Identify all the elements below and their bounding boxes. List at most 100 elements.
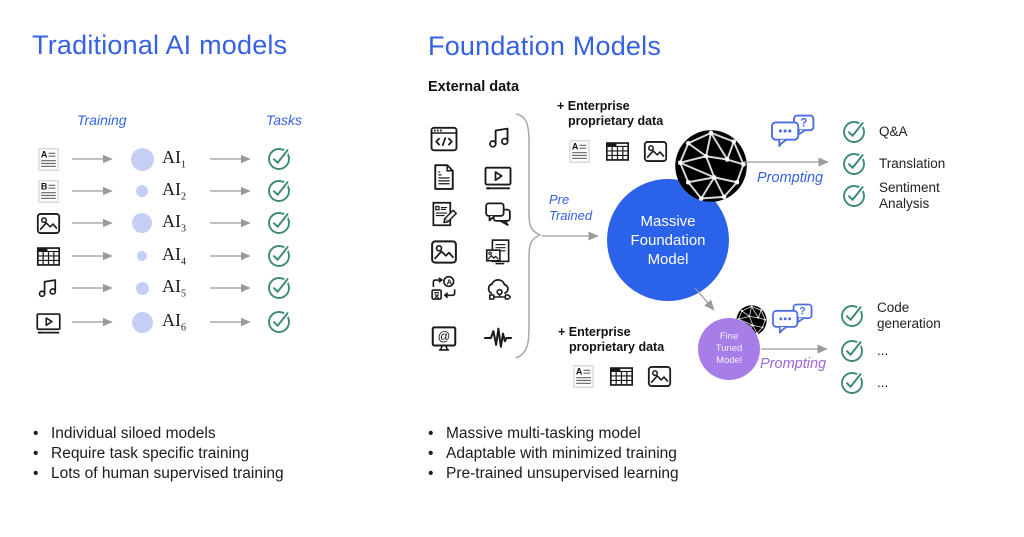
brace [515, 113, 542, 359]
right-bullet-list: •Massive multi-tasking model •Adaptable … [428, 424, 768, 484]
arrow-right-icon [72, 283, 113, 293]
document-icon [429, 162, 459, 192]
arrow-right-icon [210, 186, 251, 196]
monitor-at-icon [429, 323, 459, 353]
arrow-right-icon [210, 251, 251, 261]
document-b-icon [35, 178, 62, 205]
list-item: •Adaptable with minimized training [428, 445, 677, 462]
documents-copy-icon [483, 237, 513, 267]
check-circle-icon [266, 309, 292, 335]
list-item: •Pre-trained unsupervised learning [428, 465, 679, 482]
prompting-label-bottom: Prompting [760, 356, 827, 372]
arrow-right-icon [72, 317, 113, 327]
output-item: ... [839, 338, 888, 364]
video-icon [483, 162, 513, 192]
ai-model-label: AI3 [162, 211, 186, 235]
training-row: AI3 [35, 209, 292, 237]
image-icon [646, 363, 673, 390]
check-circle-icon [841, 183, 867, 209]
list-item: •Require task specific training [33, 445, 250, 462]
prompting-label-top: Prompting [757, 170, 824, 186]
code-window-icon [429, 124, 459, 154]
model-size-dot [130, 244, 154, 268]
arrow-right-icon [210, 283, 251, 293]
check-circle-icon [839, 370, 865, 396]
arrow-right-icon [542, 231, 599, 241]
check-circle-icon [266, 243, 292, 269]
training-row: AI5 [35, 274, 292, 302]
document-a-icon [566, 138, 593, 165]
table-icon [35, 243, 62, 270]
output-item: Q&A [841, 119, 908, 145]
document-a-icon [35, 146, 62, 173]
training-row: AI2 [35, 177, 292, 205]
image-icon [642, 138, 669, 165]
prompting-chat-icon [770, 114, 817, 158]
check-circle-icon [841, 151, 867, 177]
ai-model-label: AI2 [162, 179, 186, 203]
left-bullet-list: •Individual siloed models •Require task … [33, 424, 373, 484]
arrow-right-icon [744, 157, 829, 167]
prompting-chat-icon [771, 303, 815, 344]
model-size-dot [130, 310, 154, 334]
left-panel-title: Traditional AI models [32, 30, 288, 60]
ai-model-label: AI6 [162, 310, 186, 334]
arrow-right-icon [210, 218, 251, 228]
check-circle-icon [266, 178, 292, 204]
arrow-right-icon [761, 344, 828, 354]
check-circle-icon [266, 275, 292, 301]
arrow-right-icon [210, 317, 251, 327]
output-item: Translation [841, 151, 945, 177]
model-size-dot [130, 276, 154, 300]
model-size-dot [130, 179, 154, 203]
music-icon [485, 123, 515, 153]
translate-icon [429, 275, 459, 305]
document-a-icon [570, 363, 597, 390]
model-size-dot [130, 211, 154, 235]
list-item: •Lots of human supervised training [33, 465, 284, 482]
arrow-right-icon [72, 218, 113, 228]
video-icon [35, 309, 62, 336]
fine-tuned-model-circle: Fine Tuned Model [698, 318, 760, 380]
model-size-dot [130, 147, 154, 171]
enterprise-icons-bottom [570, 363, 673, 390]
list-item: •Massive multi-tasking model [428, 425, 641, 442]
ai-model-label: AI5 [162, 276, 186, 300]
check-circle-icon [839, 338, 865, 364]
table-icon [608, 363, 635, 390]
neural-mesh-sphere-icon [672, 127, 750, 205]
waveform-icon [483, 323, 513, 353]
training-row: AI4 [35, 242, 292, 270]
right-panel-title: Foundation Models [428, 31, 662, 61]
output-item: Code generation [839, 300, 961, 332]
ai-model-label: AI4 [162, 244, 186, 268]
image-icon [35, 210, 62, 237]
check-circle-icon [839, 303, 865, 329]
cloud-network-icon [483, 275, 513, 305]
image-icon [429, 237, 459, 267]
training-row: AI6 [35, 308, 292, 336]
arrow-right-icon [72, 251, 113, 261]
music-icon [35, 275, 62, 302]
arrow-right-icon [72, 186, 113, 196]
arrow-right-icon [72, 154, 113, 164]
output-item: ... [839, 370, 888, 396]
training-column-label: Training [77, 112, 127, 128]
massive-foundation-model-circle: Massive Foundation Model [607, 179, 729, 301]
check-circle-icon [266, 146, 292, 172]
list-item: •Individual siloed models [33, 425, 216, 442]
arrow-diagonal-icon [694, 287, 715, 311]
arrow-right-icon [210, 154, 251, 164]
output-item: Sentiment Analysis [841, 180, 963, 212]
training-row: AI1 [35, 145, 292, 173]
check-circle-icon [266, 210, 292, 236]
enterprise-icons-top [566, 138, 669, 165]
table-icon [604, 138, 631, 165]
check-circle-icon [841, 119, 867, 145]
external-data-label: External data [428, 79, 520, 95]
tasks-column-label: Tasks [266, 112, 303, 128]
